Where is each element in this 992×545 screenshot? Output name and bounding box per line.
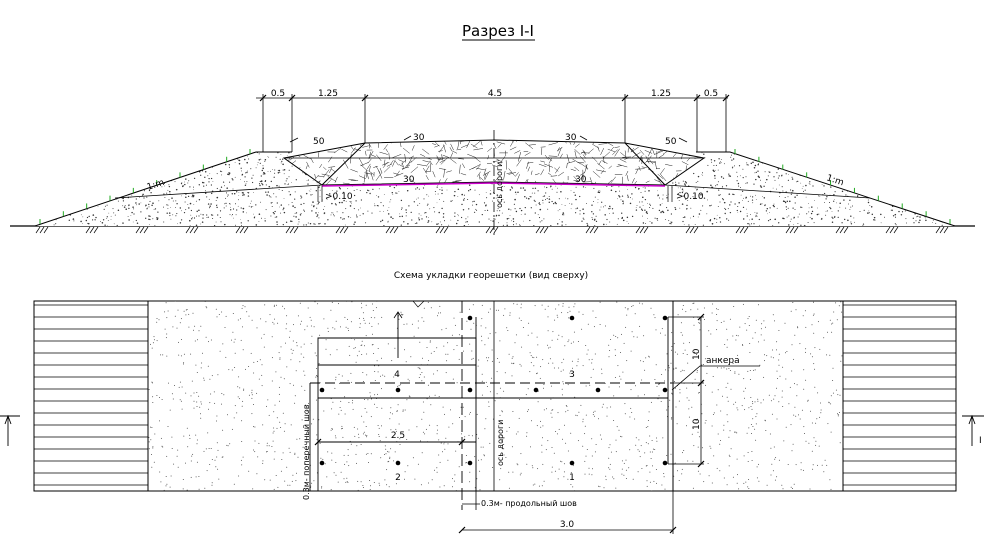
panel-4-label: 4	[394, 370, 400, 380]
plan-dots-main	[148, 301, 673, 491]
dim-1-25-right: 1.25	[651, 89, 671, 99]
angle-50-right: 50	[665, 137, 677, 147]
angle-50-left: 50	[313, 137, 325, 147]
dim-1-25-left: 1.25	[318, 89, 338, 99]
anchors-label: анкера	[706, 356, 740, 366]
transverse-seam-label: 0.3м- поперечный шов	[302, 404, 311, 500]
top-dimension-chain: 0.5 1.25 4.5 1.25 0.5	[256, 89, 730, 152]
embankment-outline	[34, 151, 956, 227]
angle-30-bottom-right: 30	[575, 175, 587, 185]
dim-10-top: 10	[692, 348, 702, 360]
dim-0-5-left: 0.5	[271, 89, 285, 99]
slope-grass	[39, 149, 951, 224]
offset-left: >0.10	[325, 192, 353, 202]
dim-4-5: 4.5	[488, 89, 502, 99]
angle-30-bottom-left: 30	[403, 175, 415, 185]
anchors-leader	[671, 365, 760, 391]
longitudinal-seam-label: 0.3м- продольный шов	[481, 499, 577, 508]
left-shoulder-hatch	[34, 304, 148, 486]
base-layer-line	[114, 184, 871, 199]
panel-3-label: 3	[569, 370, 575, 380]
angle-30-top-left: 30	[413, 133, 425, 143]
anchor-points	[319, 315, 668, 466]
section-mark-right: I	[979, 436, 982, 446]
plan-caption: Схема укладки георешетки (вид сверху)	[394, 271, 588, 281]
plan-dots-right	[673, 301, 843, 491]
angle-annotations: 50 30 30 50 30 30 1:m 1:m >0.10 >0.10	[146, 133, 845, 202]
panel-2-label: 2	[395, 473, 401, 483]
dim-3-0: 3.0	[560, 520, 575, 530]
panel-1-label: 1	[569, 473, 575, 483]
geogrid-line	[321, 182, 666, 187]
plan-outline	[33, 300, 957, 492]
dim-0-5-right: 0.5	[704, 89, 718, 99]
angle-30-top-right: 30	[565, 133, 577, 143]
dim-10-bottom: 10	[692, 418, 702, 430]
plan-axis-label: ось дороги	[496, 420, 505, 466]
right-shoulder-hatch	[843, 304, 956, 486]
cross-section: ось дороги 0.5 1.25 4.5 1.25 0.5 50	[10, 89, 975, 236]
offset-right: >0.10	[676, 192, 704, 202]
dim-2-5: 2.5	[391, 431, 405, 441]
ground-hatch	[35, 226, 949, 234]
section-title: Разрез I-I	[462, 22, 534, 40]
road-axis-label: ось дороги	[495, 162, 504, 208]
plan-view: ось дороги 4 3 2 1 2.5 10 10 анкера	[0, 300, 984, 534]
